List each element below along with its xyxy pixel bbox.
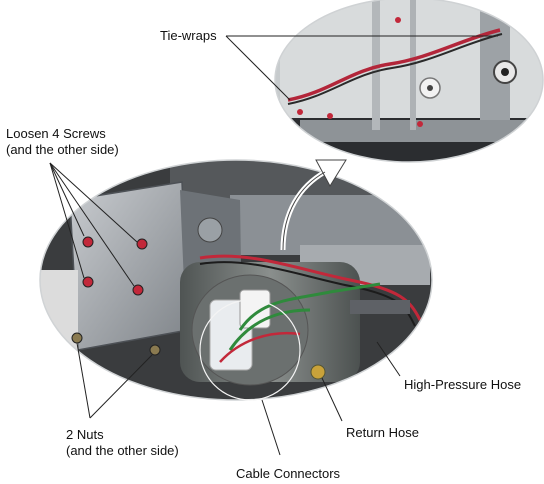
cable-connectors-label: Cable Connectors	[236, 466, 341, 481]
nuts-line1: 2 Nuts	[66, 427, 104, 442]
detail-arrow	[280, 159, 347, 251]
loosen-screws-line2: (and the other side)	[6, 142, 119, 157]
high-pressure-hose-leader	[376, 341, 401, 377]
screws-leader-2	[49, 162, 138, 243]
tie-wraps-inset-frame	[274, 0, 544, 163]
screws-leader-3	[49, 162, 85, 279]
return-hose-leader	[321, 377, 343, 422]
nuts-leader-1	[76, 342, 91, 419]
high-pressure-hose-label: High-Pressure Hose	[404, 377, 522, 392]
tie-wraps-label: Tie-wraps	[160, 28, 217, 43]
cable-connectors-leader	[261, 399, 281, 456]
tie-wraps-leader-2	[225, 35, 291, 101]
pump-assembly-frame	[39, 159, 433, 401]
nuts-leader-2	[89, 354, 153, 419]
loosen-screws-line1: Loosen 4 Screws	[6, 126, 106, 141]
return-hose-label: Return Hose	[346, 425, 419, 440]
leader-lines	[49, 35, 498, 456]
loosen-screws-label: Loosen 4 Screws (and the other side)	[6, 126, 119, 158]
screws-leader-1	[49, 162, 85, 237]
cable-connectors-highlight	[199, 299, 301, 401]
nuts-line2: (and the other side)	[66, 443, 179, 458]
nuts-label: 2 Nuts (and the other side)	[66, 427, 179, 459]
screws-leader-4	[49, 162, 135, 287]
tie-wraps-detail-photo	[275, 0, 543, 162]
pump-assembly-photo	[40, 160, 432, 400]
